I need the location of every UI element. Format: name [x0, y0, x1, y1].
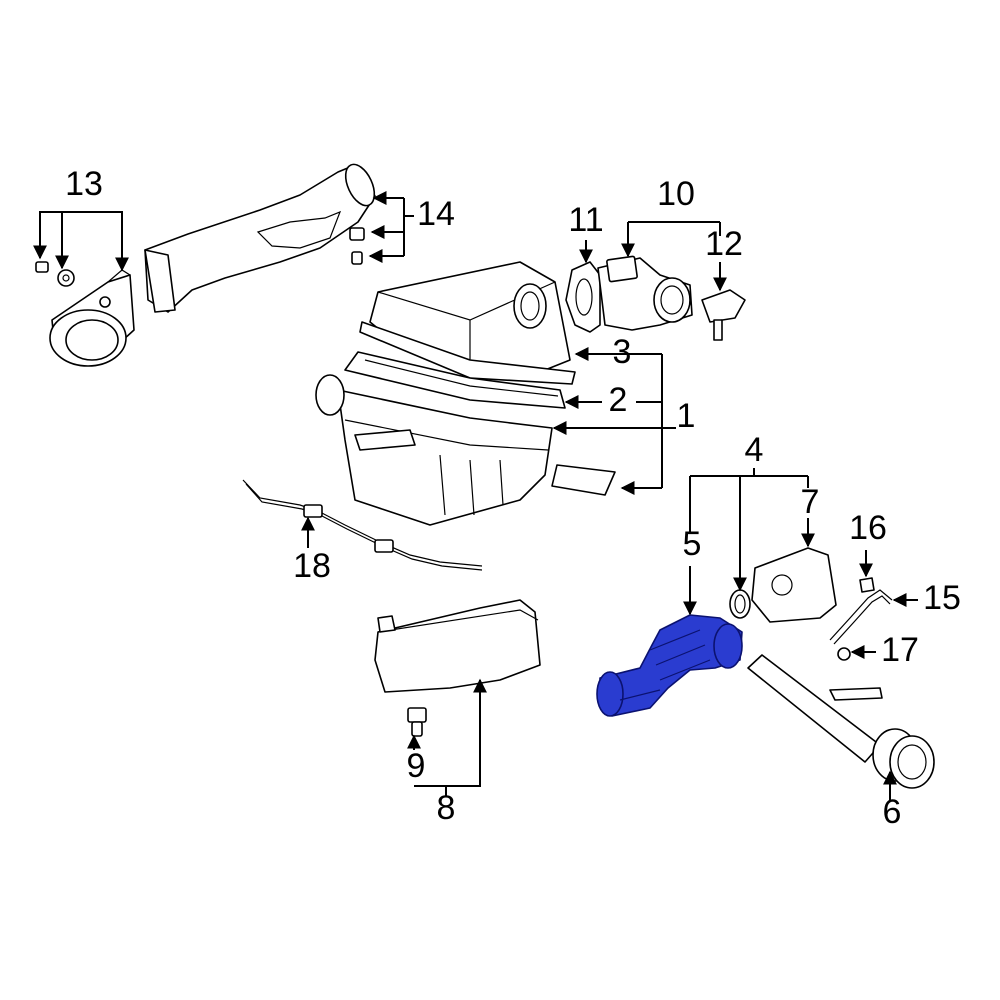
part-13-throttle-adapter[interactable]	[49, 269, 135, 367]
part-9-stud[interactable]	[407, 707, 427, 737]
callout-14: 14	[417, 195, 455, 233]
part-8-resonator[interactable]	[374, 599, 541, 693]
part-12-sensor[interactable]	[701, 289, 746, 341]
part-18-bracket[interactable]	[242, 479, 483, 571]
part-13-nut[interactable]	[57, 269, 75, 287]
part-1-air-cleaner-body[interactable]	[315, 374, 616, 526]
part-15-vacuum-hose[interactable]	[829, 589, 893, 645]
callout-15: 15	[923, 579, 961, 617]
callout-16: 16	[849, 509, 887, 547]
callout-4: 4	[745, 431, 764, 469]
callout-11: 11	[568, 201, 603, 239]
callout-3: 3	[613, 333, 632, 371]
part-11-gasket[interactable]	[565, 261, 601, 333]
part-16-clip[interactable]	[859, 577, 875, 593]
callout-17: 17	[881, 631, 919, 669]
callout-5: 5	[683, 525, 702, 563]
callout-13: 13	[65, 165, 103, 203]
part-10-air-flow-meter[interactable]	[597, 255, 693, 331]
callout-6: 6	[883, 793, 902, 831]
callout-12: 12	[705, 225, 743, 263]
part-3-air-cleaner-cap[interactable]	[359, 261, 576, 385]
callout-9: 9	[407, 747, 426, 785]
part-7-cover[interactable]	[751, 547, 837, 623]
part-17-clamp[interactable]	[837, 647, 851, 661]
callout-10: 10	[657, 175, 695, 213]
callout-2: 2	[609, 381, 628, 419]
part-13-clip[interactable]	[35, 261, 49, 273]
part-4-clamp[interactable]	[729, 589, 751, 619]
callout-8: 8	[437, 789, 456, 827]
part-6-filter-element[interactable]	[872, 728, 935, 789]
part-5-intake-hose[interactable]	[596, 614, 743, 717]
leader-lines	[33, 191, 918, 800]
part-14-intake-duct[interactable]	[144, 160, 380, 313]
callout-7: 7	[801, 483, 820, 521]
part-14-hardware[interactable]	[349, 227, 365, 265]
callout-labels: 13 14 11 10 12 3 2 1 18 4 5 7 16 15 17 6…	[65, 165, 961, 831]
callout-1: 1	[677, 397, 696, 435]
part-6-air-pipe[interactable]	[747, 654, 883, 763]
callout-18: 18	[293, 547, 331, 585]
